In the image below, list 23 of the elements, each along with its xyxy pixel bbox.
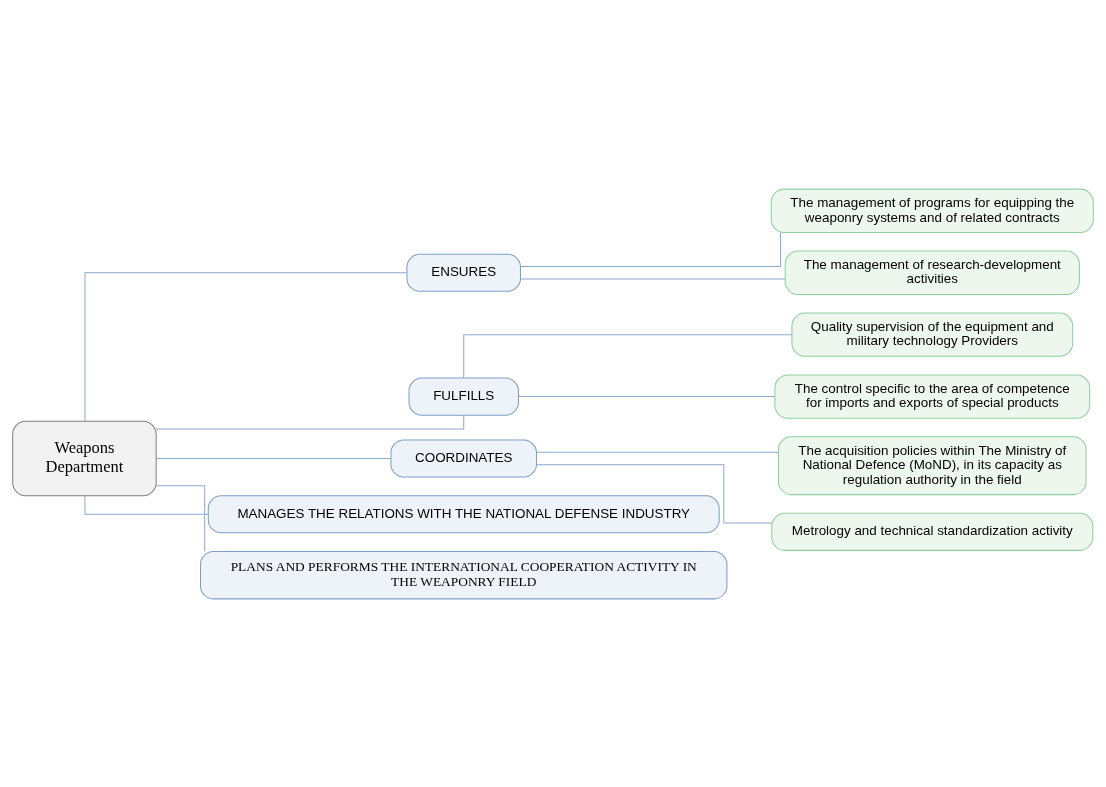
node-box: Quality supervision of the equipment and military technology Providers [791,311,1074,357]
connector [520,231,782,267]
connector [536,463,773,524]
node-box: Metrology and technical standardization activity [771,512,1094,551]
connector [463,333,793,378]
node-box: MANAGES THE RELATIONS WITH THE NATIONAL DEFENSE INDUSTRY [207,494,720,533]
node-box: ENSURES [406,253,521,292]
node-box: The management of programs for equipping the weaponry systems and of related contracts [770,188,1094,233]
node-box: The acquisition policies within The Ministry of National Defence (MoND), in its capacity as regulation authority in the field [778,435,1087,495]
node-box: The management of research-development activities [784,250,1080,295]
node-box: FULFILLS [408,377,519,416]
node-box: COORDINATES [390,438,537,478]
connector [518,395,776,397]
connector [155,457,392,459]
connector [155,414,465,430]
connector [155,484,206,552]
connector [520,277,786,279]
node-box: Weapons Department [12,420,157,496]
connector [84,271,408,421]
connector [84,494,209,515]
connector [536,451,779,453]
node-box: The control specific to the area of competence for imports and exports of special products [774,373,1091,419]
node-box: PLANS AND PERFORMS THE INTERNATIONAL COOPERATION ACTIVITY IN THE WEAPONRY FIELD [200,550,728,599]
